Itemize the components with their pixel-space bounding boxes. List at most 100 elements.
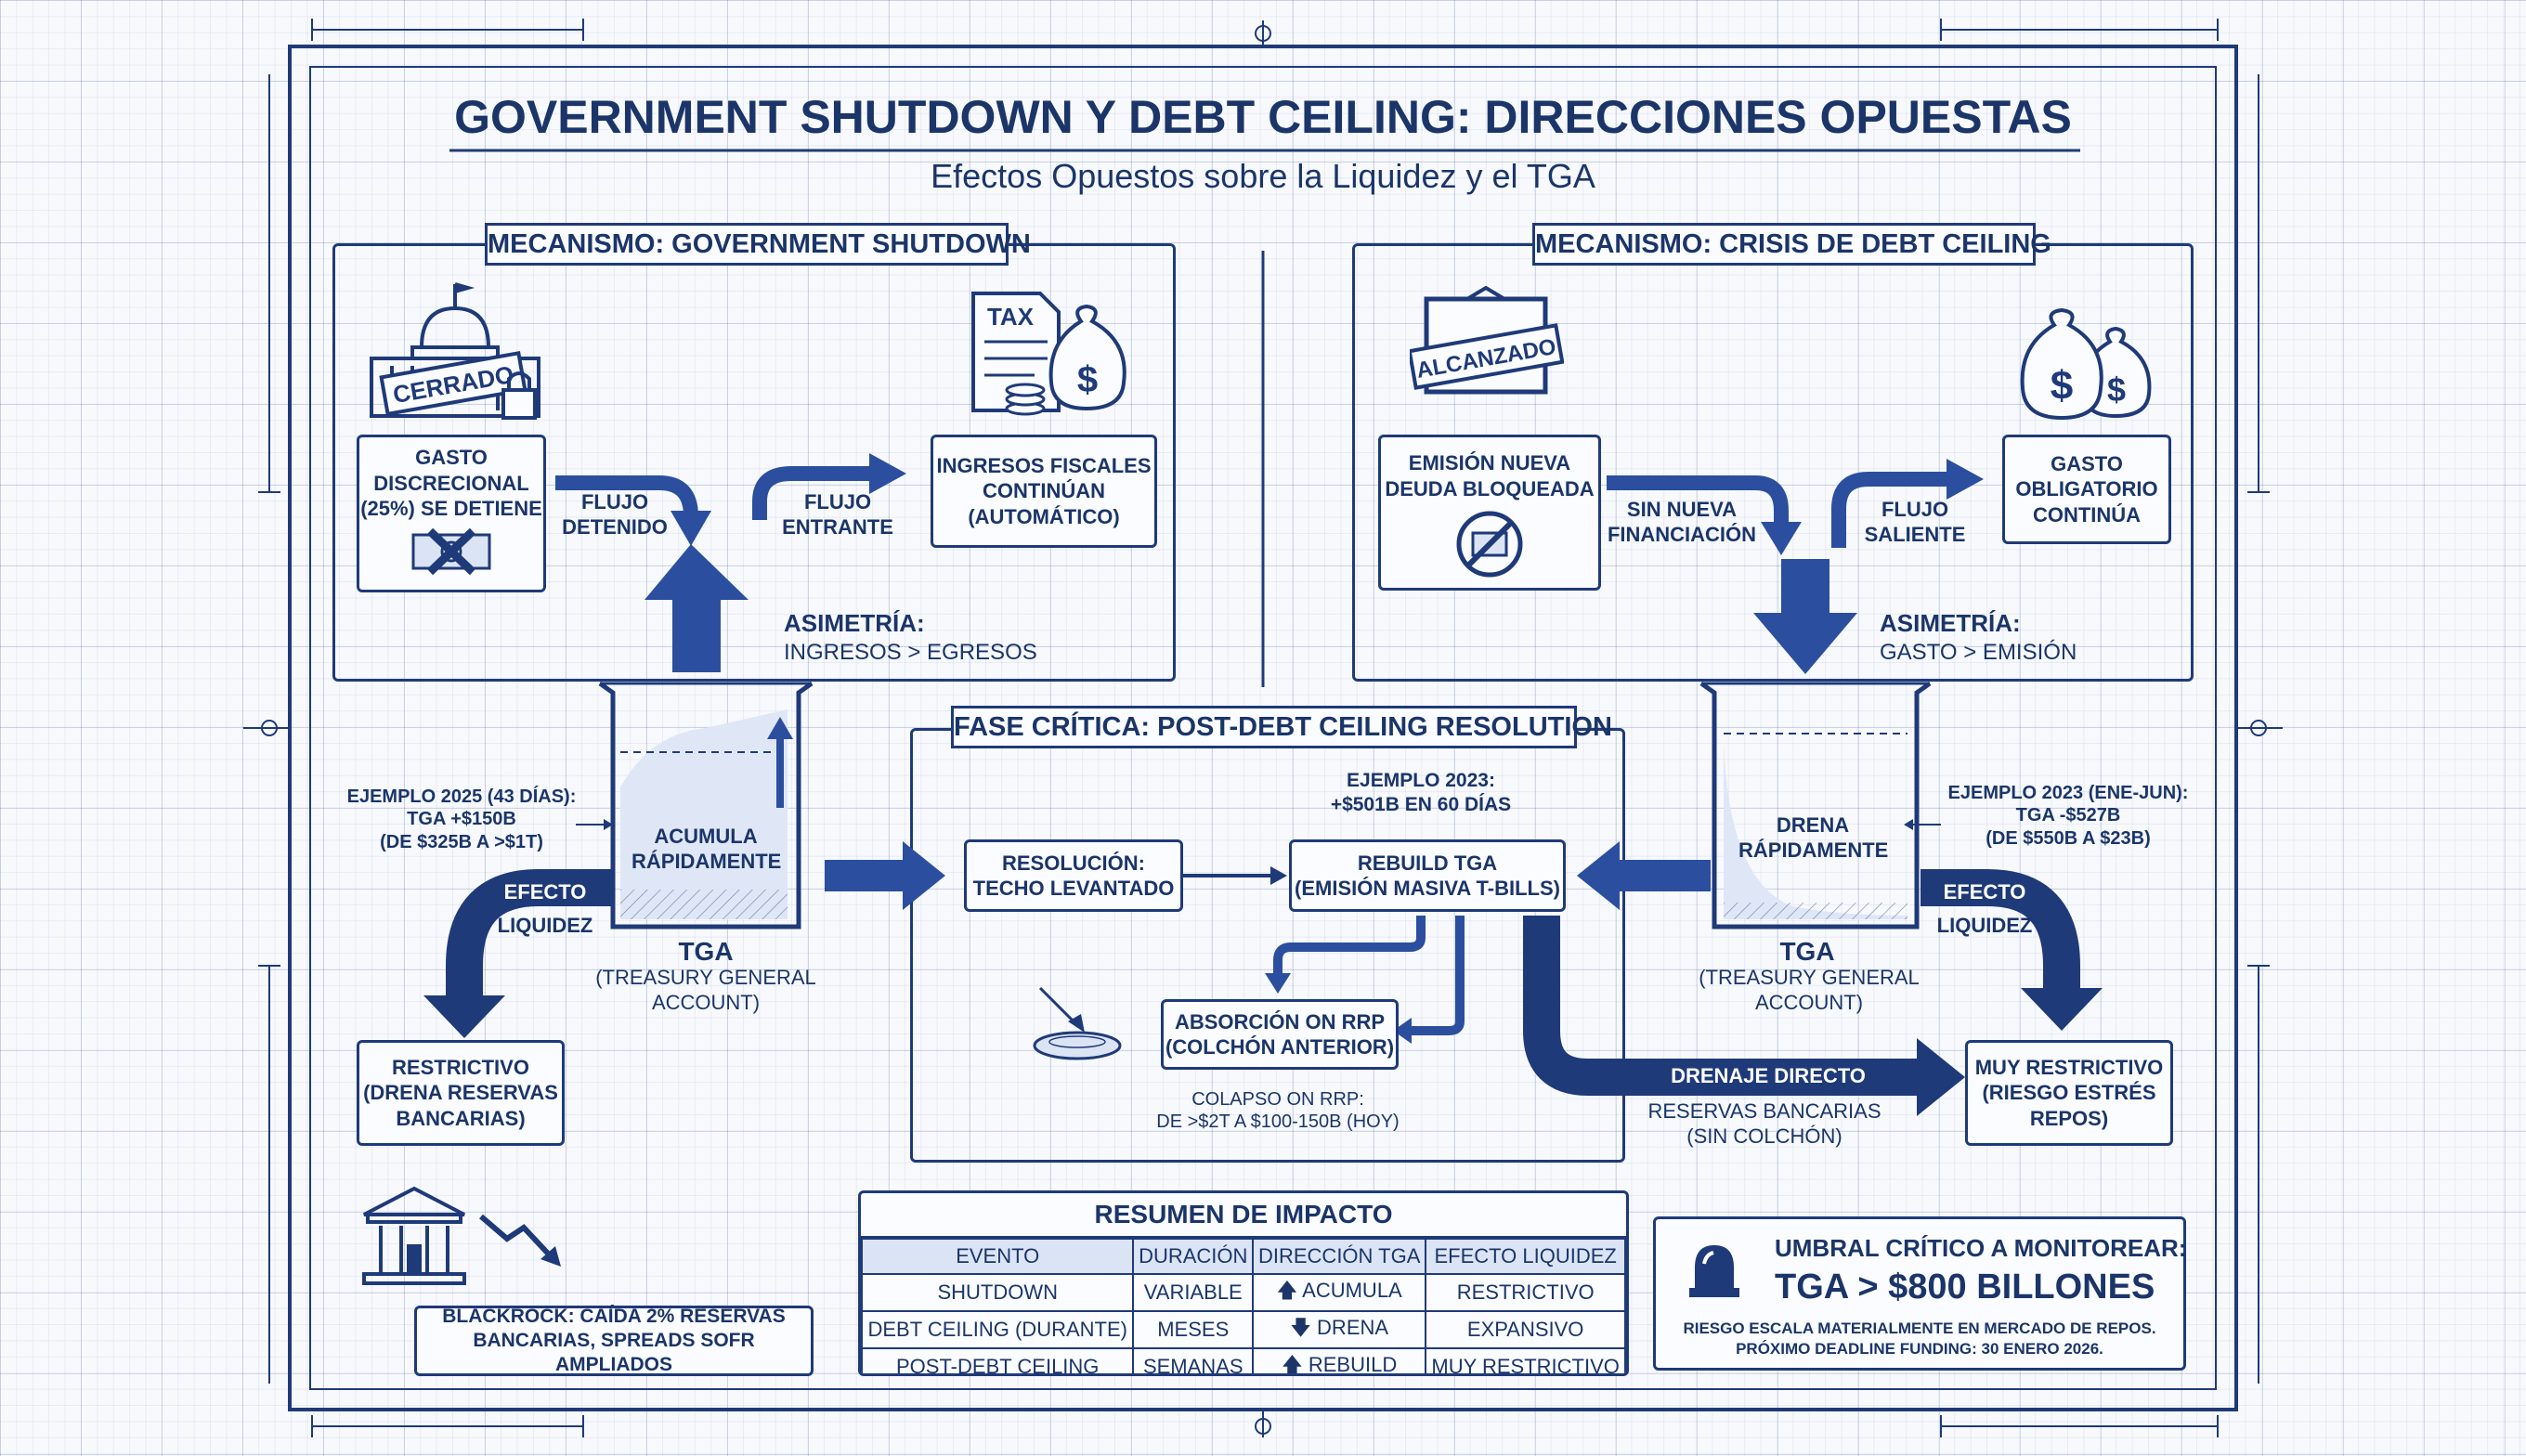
resolution-to-rebuild-arrow [1181, 866, 1287, 885]
threshold-note-1: RIESGO ESCALA MATERIALMENTE EN MERCADO D… [1683, 1320, 2156, 1337]
restrictive-result-box: RESTRICTIVO (DRENA RESERVAS BANCARIAS) [357, 1040, 565, 1146]
spending-line-3: (25%) SE DETIENE [360, 497, 542, 520]
rebuild-line-1: REBUILD TGA [1357, 851, 1498, 875]
flow-out-label: FLUJO SALIENTE [1859, 498, 1971, 548]
left-example-line-2: TGA +$150B [407, 809, 516, 830]
page-subtitle: Efectos Opuestos sobre la Liquidez y el … [931, 157, 1595, 195]
no-issuance-icon [1456, 511, 1523, 578]
capitol-icon: CERRADO [370, 282, 540, 420]
rrp-pool-graphic [1033, 986, 1122, 1060]
threshold-value: TGA > $800 BILLONES [1775, 1268, 2155, 1306]
reserves-line-1: RESERVAS BANCARIAS [1647, 1099, 1881, 1123]
center-example-line-1: EJEMPLO 2023: [1347, 770, 1495, 791]
flow-out-line-1: FLUJO [1881, 498, 1949, 521]
rrp-note-line-1: COLAPSO ON RRP: [1191, 1089, 1364, 1110]
left-tga-subtitle: (TREASURY GENERAL ACCOUNT) [585, 966, 827, 1016]
left-effect-label-2: LIQUIDEZ [497, 914, 593, 937]
no-funding-label: SIN NUEVA FINANCIACIÓN [1603, 498, 1761, 548]
post-resolution-panel-header: FASE CRÍTICA: POST-DEBT CEILING RESOLUTI… [951, 706, 1612, 748]
right-effect-label-1: EFECTO [1943, 880, 2026, 904]
blocked-issuance-box: EMISIÓN NUEVA DEUDA BLOQUEADA [1378, 435, 1601, 591]
row-direction: 🡅 REBUILD [1252, 1347, 1427, 1376]
issuance-line-1: EMISIÓN NUEVA [1408, 451, 1571, 474]
flow-in-line-1: FLUJO [803, 490, 872, 514]
left-result-line-2: (DRENA RESERVAS [363, 1081, 558, 1105]
row-direction: 🡇 DRENA [1252, 1310, 1427, 1349]
left-result-line-1: RESTRICTIVO [392, 1055, 529, 1079]
row-duration: VARIABLE [1132, 1273, 1255, 1312]
limit-reached-sign-icon: ALCANZADO [1410, 286, 1564, 395]
flow-out-arrow [1831, 459, 1984, 548]
row-direction: 🡅 ACUMULA [1252, 1273, 1427, 1312]
rrp-collapse-note: COLAPSO ON RRP: DE >$2T A $100-150B (HOY… [1129, 1088, 1426, 1134]
tga-inflow-up-arrow [645, 544, 749, 672]
blocked-money-icon [411, 527, 491, 575]
mandatory-line-1: GASTO [2051, 451, 2123, 475]
col-evento: EVENTO [861, 1238, 1135, 1275]
left-effect-arrow [423, 869, 611, 1038]
tga-outflow-down-arrow [1753, 559, 1857, 674]
row-effect: RESTRICTIVO [1425, 1273, 1626, 1312]
right-asymmetry-title: ASIMETRÍA: [1880, 609, 2021, 637]
impact-summary-table: RESUMEN DE IMPACTO EVENTO DURACIÓN DIREC… [858, 1190, 1629, 1376]
threshold-note-2: PRÓXIMO DEADLINE FUNDING: 30 ENERO 2026. [1736, 1340, 2103, 1358]
tank-to-resolution-arrow [825, 841, 945, 910]
col-efecto: EFECTO LIQUIDEZ [1425, 1238, 1626, 1275]
flow-stopped-line-2: DETENIDO [562, 514, 668, 539]
table-row: SHUTDOWN VARIABLE 🡅 ACUMULA RESTRICTIVO [861, 1273, 1626, 1312]
center-example-line-2: +$501B EN 60 DÍAS [1330, 793, 1512, 815]
row-event: DEBT CEILING (DURANTE) [861, 1310, 1135, 1349]
right-tga-title: TGA [1779, 937, 1835, 966]
rebuild-line-2: (EMISIÓN MASIVA T-BILLS) [1295, 877, 1560, 900]
col-duracion: DURACIÓN [1132, 1238, 1255, 1275]
revenue-line-2: CONTINÚAN [983, 479, 1105, 503]
shutdown-panel-header: MECANISMO: GOVERNMENT SHUTDOWN [485, 223, 1031, 266]
rrp-line-1: ABSORCIÓN ON RRP [1174, 1009, 1386, 1034]
rrp-line-2: (COLCHÓN ANTERIOR) [1165, 1035, 1395, 1059]
right-example-line-3: (DE $550B A $23B) [1986, 827, 2151, 849]
issuance-line-2: DEUDA BLOQUEADA [1385, 476, 1595, 500]
row-direction-text: REBUILD [1308, 1353, 1398, 1376]
right-tga-subtitle: (TREASURY GENERAL ACCOUNT) [1688, 966, 1930, 1016]
left-effect-label-1: EFECTO [503, 880, 587, 904]
row-direction-text: ACUMULA [1302, 1279, 1402, 1302]
right-tank-label: DRENA RÁPIDAMENTE [1738, 813, 1888, 864]
row-direction-text: DRENA [1317, 1316, 1389, 1339]
right-effect-label-2: LIQUIDEZ [1936, 914, 2033, 937]
page-title: GOVERNMENT SHUTDOWN Y DEBT CEILING: DIRE… [454, 91, 2072, 143]
flow-out-line-2: SALIENTE [1864, 522, 1966, 546]
right-tga-tank [1699, 681, 1932, 930]
tax-form-icon: TAX $ [971, 292, 1126, 416]
no-funding-arrow [1607, 475, 1802, 555]
left-example: EJEMPLO 2025 (43 DÍAS): TGA +$150B (DE $… [340, 786, 583, 853]
table-row: DEBT CEILING (DURANTE) MESES 🡇 DRENA EXP… [861, 1310, 1626, 1349]
right-result-line-2: (RIESGO ESTRÉS [1982, 1081, 2156, 1105]
tax-revenue-box: INGRESOS FISCALES CONTINÚAN (AUTOMÁTICO) [931, 435, 1157, 548]
blackrock-line-1: BLACKROCK: CAÍDA 2% RESERVAS [442, 1305, 786, 1327]
row-effect: MUY RESTRICTIVO [1425, 1347, 1626, 1373]
row-duration: SEMANAS [1132, 1347, 1255, 1373]
blackrock-line-2: BANCARIAS, SPREADS SOFR AMPLIADOS [473, 1329, 755, 1376]
debt-ceiling-panel-header: MECANISMO: CRISIS DE DEBT CEILING [1532, 223, 2051, 266]
left-tga-title: TGA [678, 937, 734, 966]
mandatory-line-3: CONTINÚA [2032, 502, 2142, 526]
flow-stopped-label: FLUJO DETENIDO [559, 490, 671, 540]
arrow-up-icon: 🡅 [1282, 1353, 1303, 1376]
svg-text:$: $ [1077, 359, 1098, 400]
no-funding-line-1: SIN NUEVA [1626, 498, 1738, 521]
left-example-line-3: (DE $325B A >$1T) [380, 831, 543, 852]
rrp-absorption-box: ABSORCIÓN ON RRP (COLCHÓN ANTERIOR) [1161, 999, 1399, 1070]
tax-label: TAX [987, 303, 1035, 331]
spending-line-2: DISCRECIONAL [373, 471, 529, 495]
right-example: EJEMPLO 2023 (ENE-JUN): TGA -$527B (DE $… [1947, 782, 2190, 850]
left-tga-sub-line-1: (TREASURY GENERAL [595, 966, 816, 989]
right-effect-arrow [1921, 869, 2103, 1031]
svg-text:$: $ [2107, 370, 2126, 409]
left-tga-tank [598, 681, 814, 930]
rebuild-to-rrp-arrows [1265, 916, 1465, 1044]
left-asymmetry-title: ASIMETRÍA: [784, 609, 925, 637]
right-tga-sub-line-1: (TREASURY GENERAL [1699, 966, 1920, 989]
resolution-line-2: TECHO LEVANTADO [972, 877, 1175, 900]
